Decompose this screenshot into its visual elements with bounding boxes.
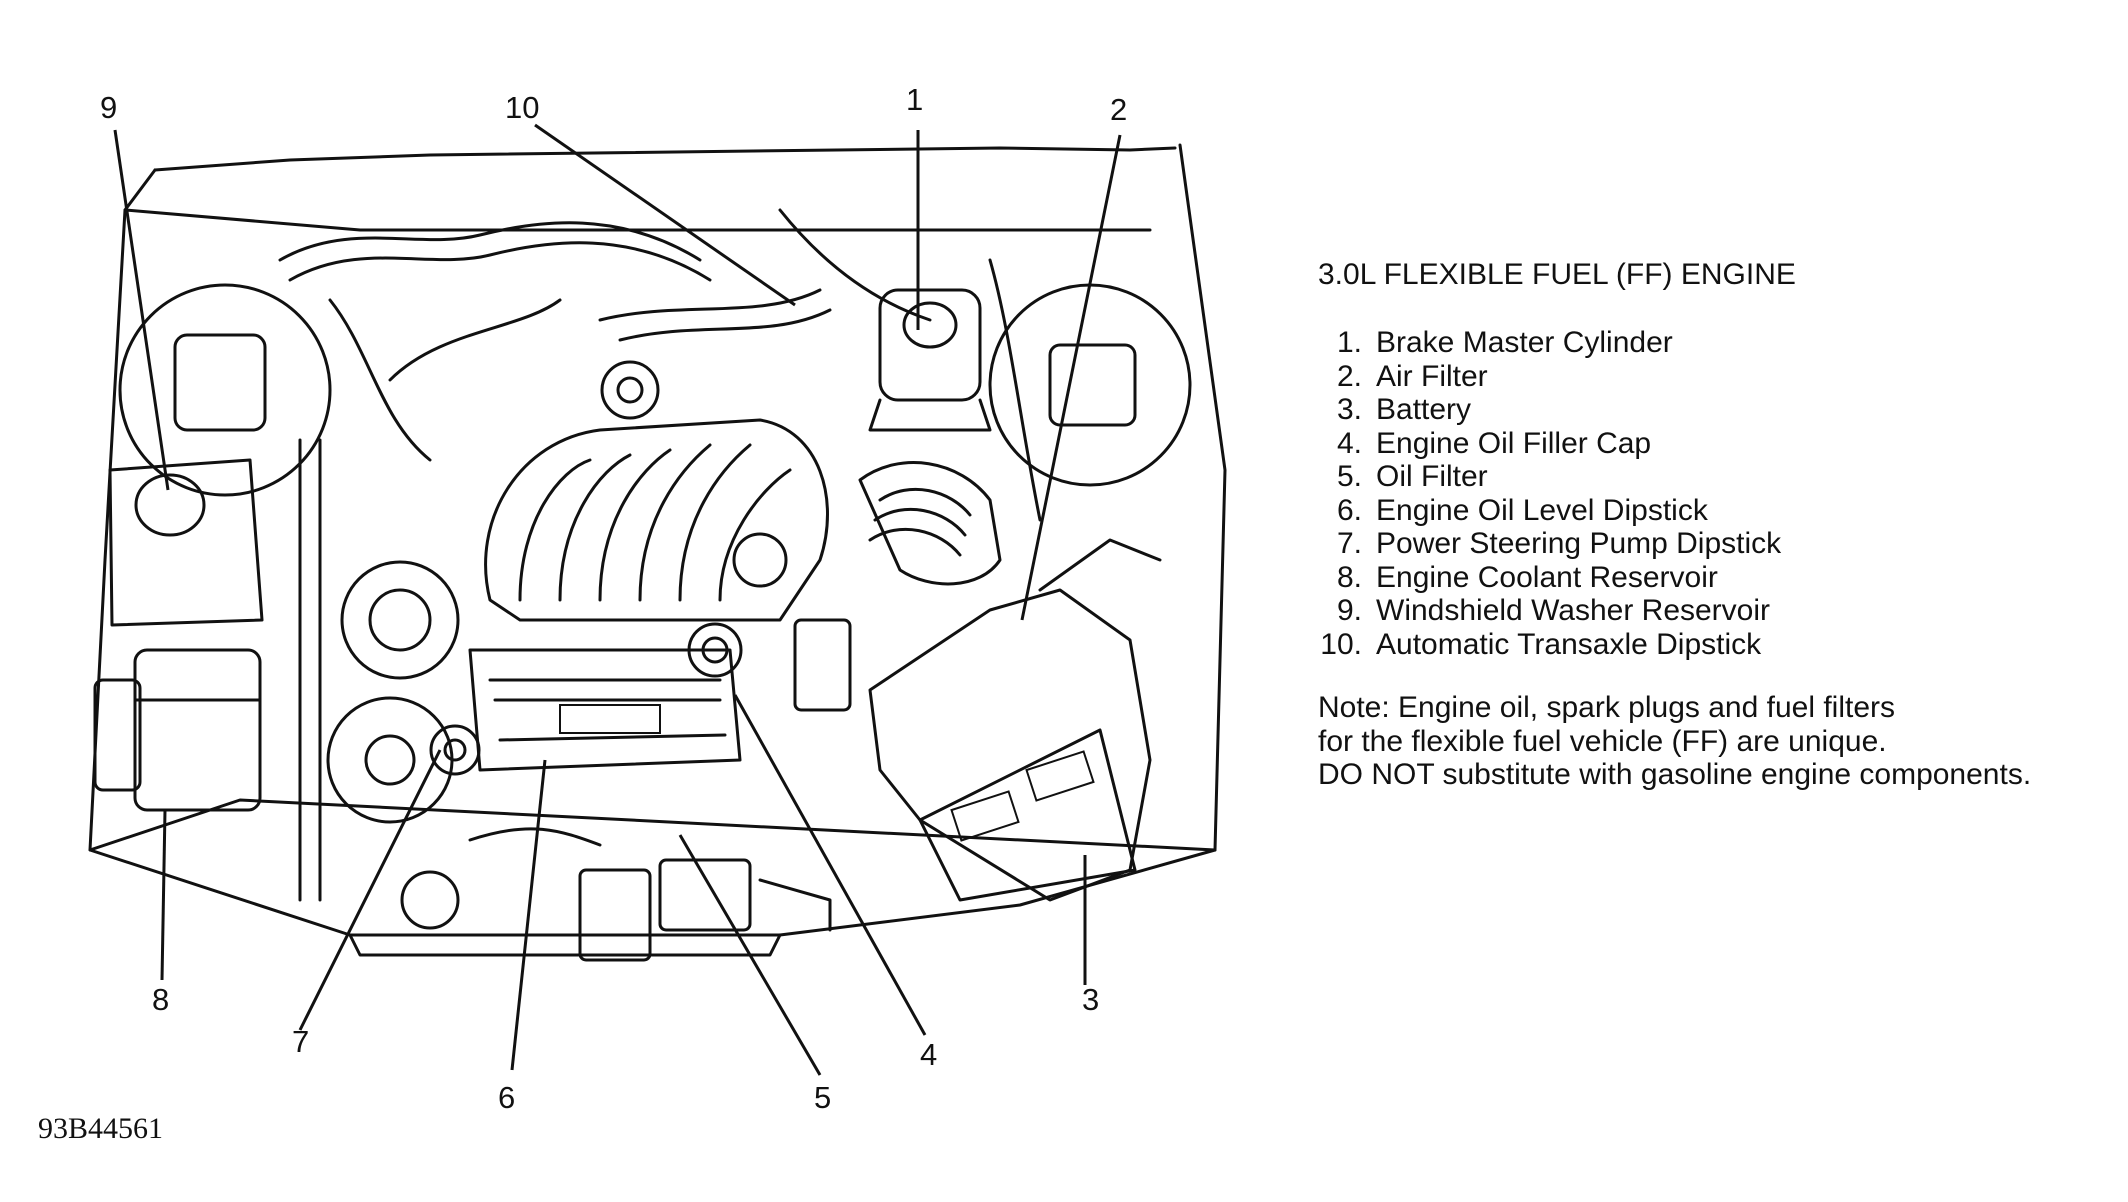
lower-components xyxy=(400,618,852,962)
callout-8: 8 xyxy=(152,982,169,1017)
coolant-reservoir xyxy=(93,648,262,812)
legend-item-number: 7. xyxy=(1336,527,1362,560)
legend-item-label: Power Steering Pump Dipstick xyxy=(1376,527,1782,560)
leader-5 xyxy=(678,834,822,1076)
callout-1: 1 xyxy=(906,82,923,117)
legend-item: 6. Engine Oil Level Dipstick xyxy=(1318,494,2118,528)
brake-master-cylinder xyxy=(868,288,992,432)
legend-item-label: Battery xyxy=(1376,393,1472,426)
legend-item-number: 9. xyxy=(1336,594,1362,627)
note-line: Note: Engine oil, spark plugs and fuel f… xyxy=(1318,691,1895,724)
compartment-outline xyxy=(88,143,1227,957)
legend: 3.0L FLEXIBLE FUEL (FF) ENGINE 1. Brake M… xyxy=(1318,258,2118,792)
legend-item-number: 5. xyxy=(1336,460,1362,493)
battery xyxy=(918,728,1137,902)
left-strut-tower xyxy=(118,283,332,497)
legend-item: 5. Oil Filter xyxy=(1318,460,2118,494)
legend-item: 1. Brake Master Cylinder xyxy=(1318,326,2118,360)
legend-item: 10. Automatic Transaxle Dipstick xyxy=(1318,628,2118,662)
intake-manifold xyxy=(484,418,829,622)
leader-2 xyxy=(1020,134,1122,621)
legend-item: 3. Battery xyxy=(1318,393,2118,427)
leader-9 xyxy=(113,129,170,491)
callout-4: 4 xyxy=(920,1037,937,1072)
leader-4 xyxy=(733,694,927,1036)
legend-item-number: 6. xyxy=(1336,493,1362,527)
leader-6 xyxy=(510,759,547,1071)
leader-8 xyxy=(160,809,167,981)
legend-item: 2. Air Filter xyxy=(1318,360,2118,394)
legend-list: 1. Brake Master Cylinder 2. Air Filter 3. B… xyxy=(1318,326,2118,661)
washer-reservoir xyxy=(108,458,264,627)
legend-item-number: 8. xyxy=(1336,560,1362,594)
legend-note: Note: Engine oil, spark plugs and fuel f… xyxy=(1318,691,2118,792)
leader-10 xyxy=(534,123,796,307)
legend-item-number: 4. xyxy=(1336,426,1362,460)
figure-id: 93B44561 xyxy=(38,1112,164,1145)
leader-7 xyxy=(298,749,442,1031)
legend-item: 9. Windshield Washer Reservoir xyxy=(1318,594,2118,628)
legend-item: 7. Power Steering Pump Dipstick xyxy=(1318,527,2118,561)
valve-cover xyxy=(468,648,742,772)
callout-10: 10 xyxy=(505,90,539,125)
callout-6: 6 xyxy=(498,1080,515,1115)
legend-item-label: Brake Master Cylinder xyxy=(1376,326,1673,359)
callout-7: 7 xyxy=(292,1024,309,1059)
legend-item-label: Air Filter xyxy=(1376,359,1488,393)
legend-item-label: Engine Oil Filler Cap xyxy=(1376,426,1652,460)
legend-item-number: 3. xyxy=(1336,393,1362,426)
hoses-and-wiring xyxy=(278,208,1042,902)
callout-5: 5 xyxy=(814,1080,831,1115)
legend-item: 8. Engine Coolant Reservoir xyxy=(1318,561,2118,595)
legend-item-number: 10. xyxy=(1320,627,1362,661)
callout-3: 3 xyxy=(1082,982,1099,1017)
right-strut-tower xyxy=(988,283,1192,487)
callout-9: 9 xyxy=(100,90,117,125)
legend-item: 4. Engine Oil Filler Cap xyxy=(1318,427,2118,461)
legend-item-label: Engine Coolant Reservoir xyxy=(1376,560,1718,594)
legend-item-number: 2. xyxy=(1336,359,1362,393)
legend-item-label: Windshield Washer Reservoir xyxy=(1376,594,1771,627)
legend-item-number: 1. xyxy=(1336,326,1362,359)
alternator xyxy=(326,560,460,824)
note-line: DO NOT substitute with gasoline engine c… xyxy=(1318,758,2032,791)
callout-2: 2 xyxy=(1110,92,1127,127)
note-line: for the flexible fuel vehicle (FF) are u… xyxy=(1318,724,1887,758)
legend-title: 3.0L FLEXIBLE FUEL (FF) ENGINE xyxy=(1318,258,1796,291)
engine-compartment-diagram: 1 2 3 4 5 6 7 8 9 10 xyxy=(88,82,1227,1115)
legend-item-label: Oil Filter xyxy=(1376,460,1488,493)
legend-item-label: Automatic Transaxle Dipstick xyxy=(1376,627,1762,661)
legend-item-label: Engine Oil Level Dipstick xyxy=(1376,493,1708,527)
leader-lines xyxy=(113,123,1122,1076)
